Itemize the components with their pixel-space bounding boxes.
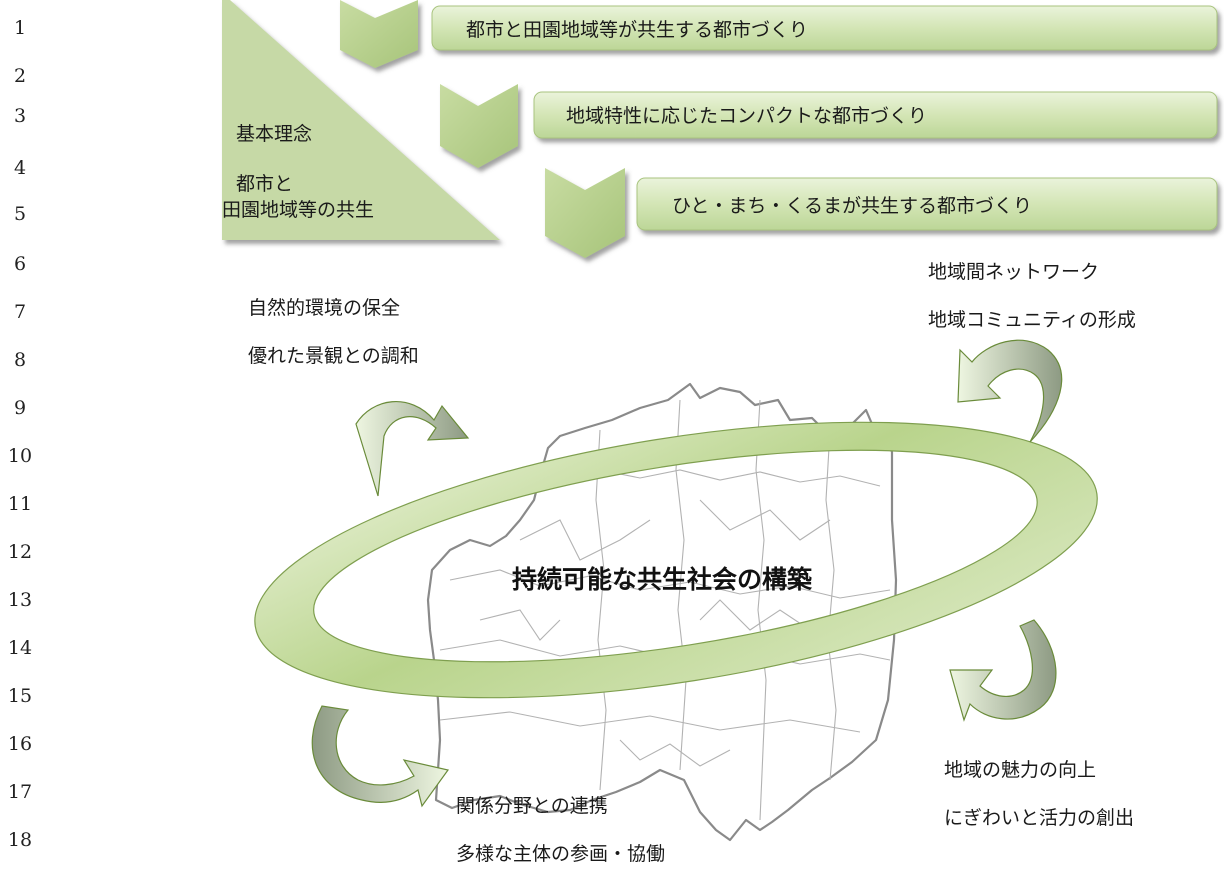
line-number: 6 — [13, 253, 27, 275]
line-number: 14 — [7, 637, 33, 659]
bottom-right-group-line2: にぎわいと活力の創出 — [944, 807, 1135, 829]
line-number: 15 — [7, 685, 33, 707]
line-number: 18 — [7, 829, 33, 851]
line-number: 17 — [7, 781, 33, 803]
top-left-group-line1: 自然的環境の保全 — [248, 297, 401, 319]
line-number: 16 — [7, 733, 33, 755]
banner-row-2 — [440, 84, 1218, 168]
basic-principle-heading: 基本理念 — [236, 123, 313, 145]
line-number: 13 — [7, 589, 33, 611]
line-number: 5 — [13, 203, 27, 225]
top-right-group-line1: 地域間ネットワーク — [928, 261, 1100, 283]
line-number: 9 — [13, 397, 27, 419]
arrow-top-left — [355, 400, 470, 497]
basic-principle-subtitle-line1: 都市と — [236, 173, 294, 195]
basic-principle-panel — [222, 0, 500, 240]
bottom-left-group-line1: 関係分野との連携 — [456, 795, 608, 817]
banner-row-1 — [340, 0, 1218, 68]
line-number: 8 — [13, 349, 27, 371]
banner-label-3: ひと・まち・くるまが共生する都市づくり — [672, 195, 1033, 217]
banner-row-3 — [545, 168, 1218, 258]
arrow-top-right — [957, 339, 1063, 443]
green-ring — [254, 421, 1098, 699]
line-number: 10 — [7, 445, 33, 467]
line-number: 4 — [13, 157, 27, 179]
line-number-gutter: 1 2 3 4 5 6 7 8 9 10 11 12 13 14 15 16 1… — [0, 0, 40, 872]
line-number: 7 — [13, 301, 27, 323]
line-number: 3 — [13, 105, 27, 127]
banner-label-2: 地域特性に応じたコンパクトな都市づくり — [566, 105, 928, 127]
line-number: 11 — [7, 493, 33, 515]
bottom-left-group-line2: 多様な主体の参画・協働 — [456, 843, 666, 865]
top-left-group-line2: 優れた景観との調和 — [248, 345, 419, 367]
core-concept-label: 持続可能な共生社会の構築 — [512, 565, 813, 594]
top-right-group-line2: 地域コミュニティの形成 — [928, 309, 1136, 331]
bottom-right-group-line1: 地域の魅力の向上 — [944, 759, 1097, 781]
line-number: 12 — [7, 541, 33, 563]
arrow-bottom-left — [311, 705, 450, 808]
prefecture-map — [426, 382, 898, 842]
basic-principle-subtitle-line2: 田園地域等の共生 — [222, 199, 375, 221]
line-number: 1 — [13, 17, 27, 39]
arrow-bottom-right — [949, 619, 1057, 722]
line-number: 2 — [13, 65, 27, 87]
banner-label-1: 都市と田園地域等が共生する都市づくり — [466, 19, 809, 41]
